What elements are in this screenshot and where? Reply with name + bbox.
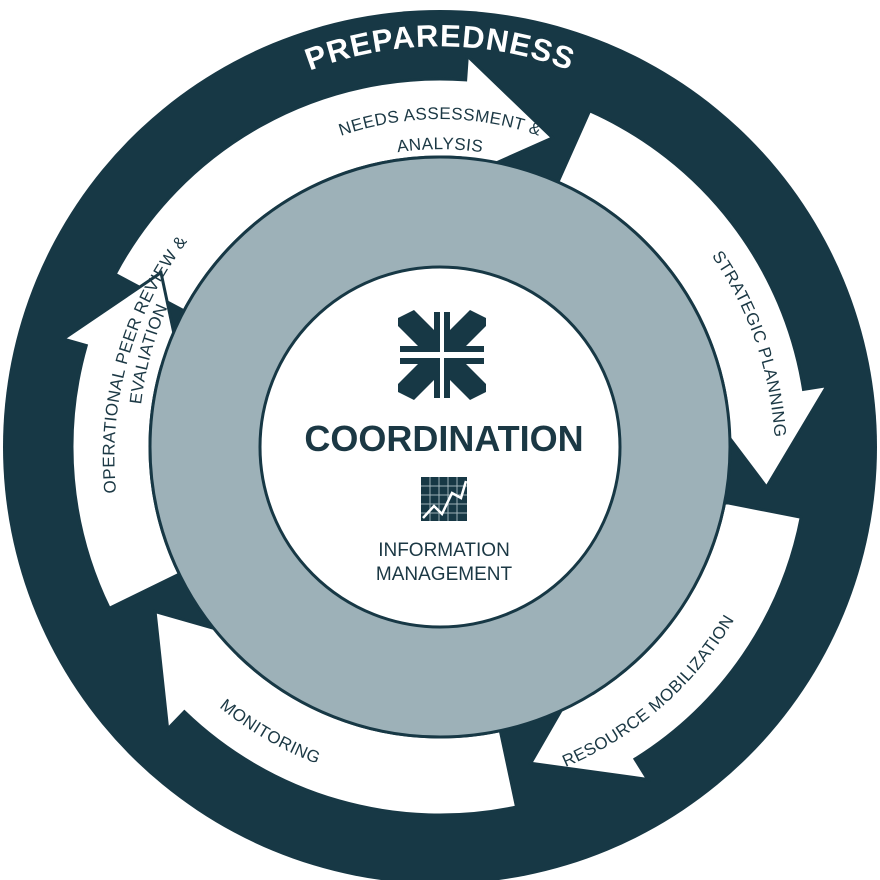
center-subtitle-line2: MANAGEMENT <box>376 564 513 585</box>
chart-grid-icon <box>421 477 468 521</box>
center-subtitle-line1: INFORMATION <box>378 540 510 561</box>
converging-arrows-icon <box>398 310 486 400</box>
stage-label-needs-assessment-line2: ANALYSIS <box>396 134 485 156</box>
center-title: COORDINATION <box>304 418 583 459</box>
center-disc <box>258 265 622 629</box>
